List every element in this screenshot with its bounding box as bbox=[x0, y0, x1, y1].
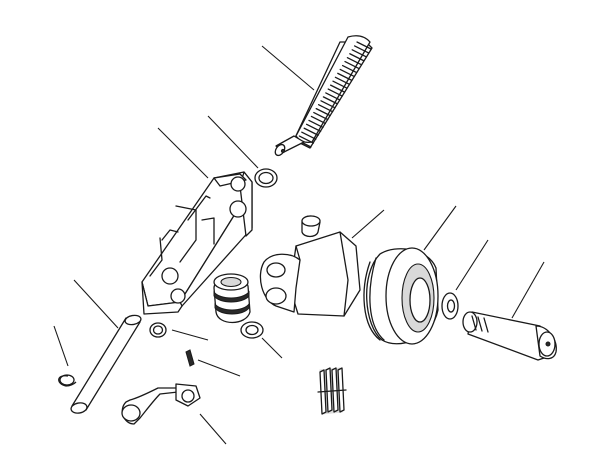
leader-pivot-pin bbox=[73, 279, 119, 329]
thread-line bbox=[298, 135, 315, 144]
thread-line bbox=[346, 57, 363, 66]
thread-line bbox=[344, 60, 360, 70]
spring-pack bbox=[213, 273, 251, 324]
thread-line bbox=[329, 84, 346, 93]
thread-line bbox=[308, 119, 324, 129]
thread-line bbox=[315, 107, 331, 117]
thread-line bbox=[327, 88, 343, 97]
thread-line bbox=[341, 64, 358, 74]
thread-line bbox=[339, 68, 355, 78]
leader-washer bbox=[455, 239, 489, 291]
thread-line bbox=[353, 45, 370, 54]
thread-line bbox=[310, 115, 327, 125]
thread-line bbox=[325, 92, 341, 101]
guide-bushing bbox=[301, 215, 321, 238]
pivot-pin bbox=[70, 314, 142, 414]
washer bbox=[441, 292, 459, 320]
retaining-ring bbox=[58, 374, 77, 387]
leader-roller-shaft bbox=[511, 261, 545, 319]
handle-crank bbox=[121, 383, 201, 425]
feed-screw bbox=[274, 35, 373, 157]
thread-line bbox=[322, 96, 339, 105]
thread-line bbox=[337, 72, 353, 82]
frame-housing bbox=[141, 171, 253, 315]
leader-feed-screw bbox=[261, 45, 315, 91]
roller-shaft bbox=[462, 311, 557, 361]
roller-bracket bbox=[259, 231, 361, 317]
thread-line bbox=[351, 49, 367, 58]
thread-line bbox=[356, 41, 372, 50]
thread-line bbox=[303, 127, 319, 136]
leader-pressure-roller bbox=[423, 205, 457, 251]
thread-line bbox=[301, 131, 317, 140]
leader-bushing-lower-right bbox=[261, 337, 283, 359]
leader-small-bushing bbox=[171, 329, 209, 341]
thread-line bbox=[305, 123, 322, 132]
leader-frame-housing bbox=[157, 127, 209, 179]
leader-bushing-small bbox=[207, 115, 259, 169]
leader-retaining-ring bbox=[53, 325, 69, 367]
pressure-roller bbox=[363, 247, 439, 345]
thread-line bbox=[349, 53, 365, 62]
roll-pin bbox=[185, 349, 195, 367]
thread-line bbox=[334, 76, 351, 85]
bushing-small bbox=[254, 168, 278, 188]
thread-line bbox=[320, 100, 336, 109]
disc-springs bbox=[317, 367, 347, 415]
small-bushing-lower bbox=[149, 322, 167, 338]
bushing-lower-right bbox=[240, 321, 264, 339]
leader-handle-crank bbox=[199, 413, 227, 445]
thread-line bbox=[317, 104, 334, 113]
thread-line bbox=[332, 80, 348, 89]
thread-line bbox=[313, 111, 329, 121]
leader-roller-bracket bbox=[351, 209, 385, 239]
leader-roll-pin bbox=[197, 359, 241, 377]
